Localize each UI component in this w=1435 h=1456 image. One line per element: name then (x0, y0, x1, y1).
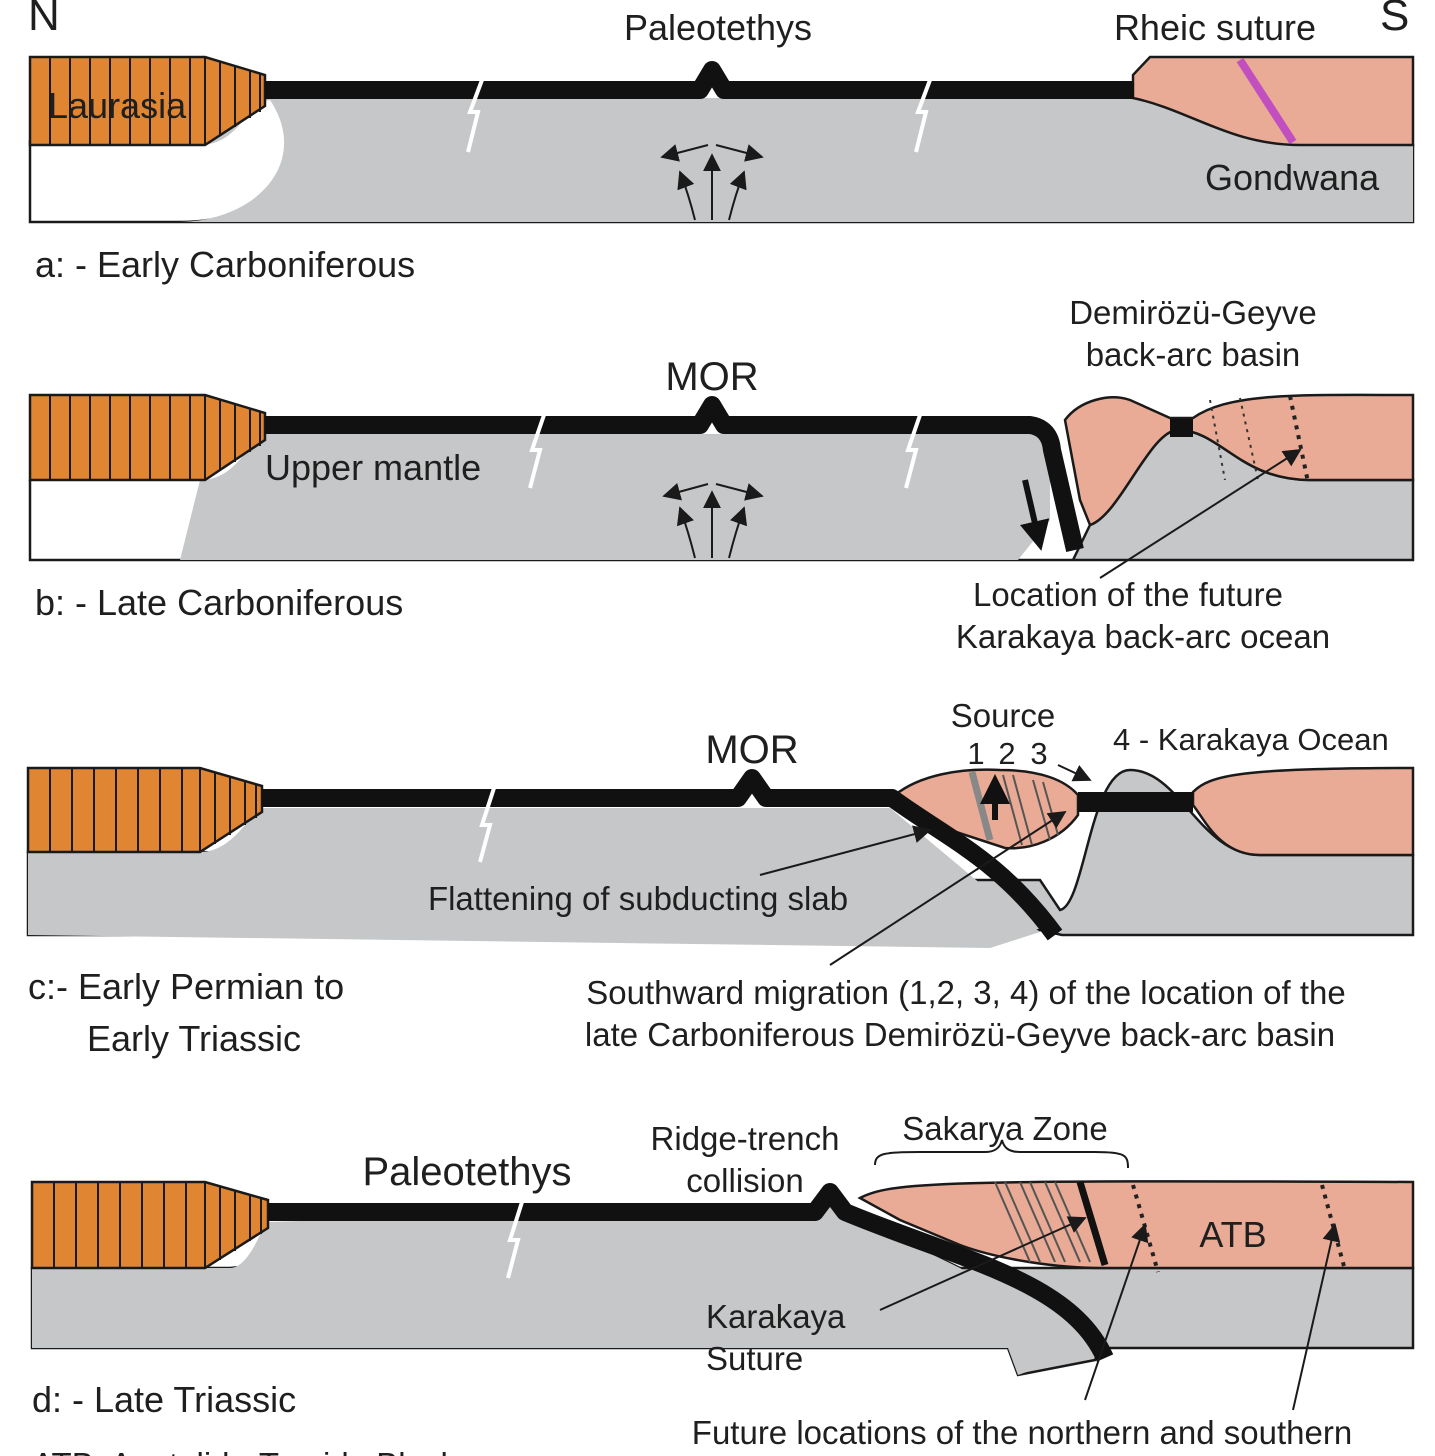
sakarya-zone-brace (874, 1139, 1129, 1169)
panel-c-ridge-label: MOR (705, 728, 798, 772)
panel-b-break-2 (904, 414, 922, 489)
panel-d-laurasia (30, 1180, 270, 1270)
panel-c-source-1: 1 (967, 736, 984, 771)
panel-c-mantle-inner (28, 808, 1040, 948)
north-label: N (28, 0, 60, 40)
panel-a-ocean-label: Paleotethys (624, 7, 812, 48)
panel-c-caption-1: c:- Early Permian to (28, 966, 344, 1007)
panel-a-break-1 (466, 79, 484, 153)
panel-d-suture-leader (879, 1216, 1087, 1311)
panel-b-laurasia-stripes (49, 395, 261, 480)
panel-b-future-leader (1099, 449, 1302, 579)
panel-b-dotted-2 (1239, 397, 1259, 481)
panel-c-source-2: 2 (998, 736, 1015, 771)
panel-b-basin-label-1: Demirözü-Geyve (1069, 294, 1317, 331)
panel-c-laurasia (26, 766, 264, 854)
panel-a-gondwana (1131, 55, 1415, 147)
panel-d-collision-2: collision (686, 1162, 803, 1199)
panel-d: Paleotethys Ridge-trench collision Sakar… (30, 1110, 1415, 1456)
panel-a-mantle-fill (30, 98, 1413, 222)
south-label: S (1380, 0, 1409, 40)
panel-c: MOR Source 1 2 3 4 - Karakaya Ocean Flat… (26, 697, 1415, 1059)
panel-b-ridge-label: MOR (665, 355, 758, 399)
panel-c-migration-1: Southward migration (1,2, 3, 4) of the l… (586, 974, 1345, 1011)
panel-b: MOR Upper mantle Demirözü-Geyve back-arc… (28, 294, 1415, 655)
panel-a-oceanic-crust (265, 61, 1134, 99)
panel-a-suture-label: Rheic suture (1114, 7, 1316, 48)
panel-d-future-leader-north (1084, 1223, 1149, 1401)
panel-a-caption: a: - Early Carboniferous (35, 244, 415, 285)
panel-b-oceanic-crust (265, 396, 1084, 553)
panel-b-subduction-arrow (1019, 479, 1050, 551)
panel-a-break-2 (914, 79, 932, 153)
panel-d-break (506, 1201, 524, 1279)
panel-d-laurasia-stripes (53, 1182, 262, 1268)
panel-d-suture-1: Karakaya (706, 1298, 846, 1335)
panel-a-upwelling-arrows (660, 144, 764, 221)
panel-d-ocean-label: Paleotethys (362, 1150, 571, 1194)
panel-c-migration-2: late Carboniferous Demirözü-Geyve back-a… (585, 1016, 1335, 1053)
panel-d-block-label: ATB (1199, 1214, 1266, 1255)
panel-b-dotted-1 (1209, 399, 1226, 481)
panel-c-source-3: 3 (1030, 736, 1047, 771)
panel-c-arc-crust (892, 768, 1080, 850)
panel-b-mantle-inner (180, 434, 1050, 560)
panel-c-slab-label: Flattening of subducting slab (428, 880, 848, 917)
panel-a-laurasia-stripes (49, 57, 261, 145)
panel-b-upwelling-arrows (662, 483, 764, 559)
panel-d-caption: d: - Late Triassic (32, 1379, 296, 1420)
panel-b-dotted-3 (1288, 395, 1310, 483)
panel-c-migration-leader (829, 811, 1067, 966)
rheic-suture-line (1236, 57, 1297, 145)
panel-d-footnote: ATB: Anatolide-Tauride Block (32, 1446, 457, 1456)
panel-d-future-leader-south (1292, 1223, 1341, 1411)
panel-a: Paleotethys Rheic suture Laurasia Gondwa… (28, 7, 1415, 285)
gondwana-label: Gondwana (1205, 157, 1380, 198)
laurasia-label: Laurasia (48, 85, 187, 126)
panel-d-zone-label: Sakarya Zone (902, 1110, 1107, 1147)
panel-b-future-label-1: Location of the future (973, 576, 1283, 613)
panel-b-break-1 (528, 414, 546, 489)
panel-c-source-label: Source (951, 697, 1056, 734)
panel-b-laurasia (28, 393, 267, 482)
panel-d-collision-1: Ridge-trench (651, 1120, 840, 1157)
panel-b-basin-label-2: back-arc basin (1086, 336, 1301, 373)
panel-b-caption: b: - Late Carboniferous (35, 582, 403, 623)
panel-d-dotted-south (1320, 1184, 1347, 1271)
panel-c-laurasia-stripes (49, 768, 257, 852)
panel-b-mantle-label: Upper mantle (265, 447, 481, 488)
panel-d-mantle-inner (32, 1205, 1090, 1375)
panel-c-slab-leader (759, 825, 932, 876)
panel-b-future-label-2: Karakaya back-arc ocean (956, 618, 1330, 655)
panel-c-caption-2: Early Triassic (87, 1018, 301, 1059)
panel-d-suture-2: Suture (706, 1340, 803, 1377)
panel-d-future-label: Future locations of the northern and sou… (692, 1414, 1352, 1451)
panel-c-ocean-pointer (1057, 764, 1092, 782)
panel-c-ocean-label: 4 - Karakaya Ocean (1113, 722, 1389, 757)
panel-c-oceanic-crust (262, 769, 1063, 941)
panel-b-back-arc-crust (1063, 393, 1415, 527)
panel-c-break (478, 787, 496, 863)
panel-c-south-crust (1191, 766, 1415, 857)
